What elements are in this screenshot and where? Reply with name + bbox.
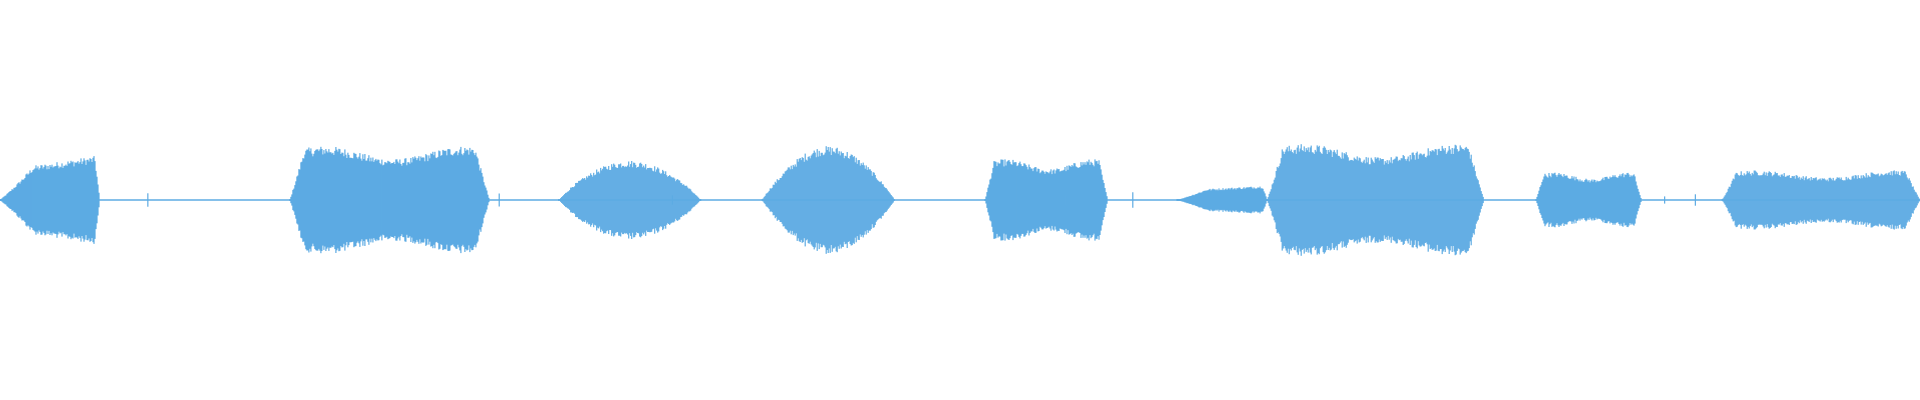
waveform-samples <box>0 144 1920 256</box>
